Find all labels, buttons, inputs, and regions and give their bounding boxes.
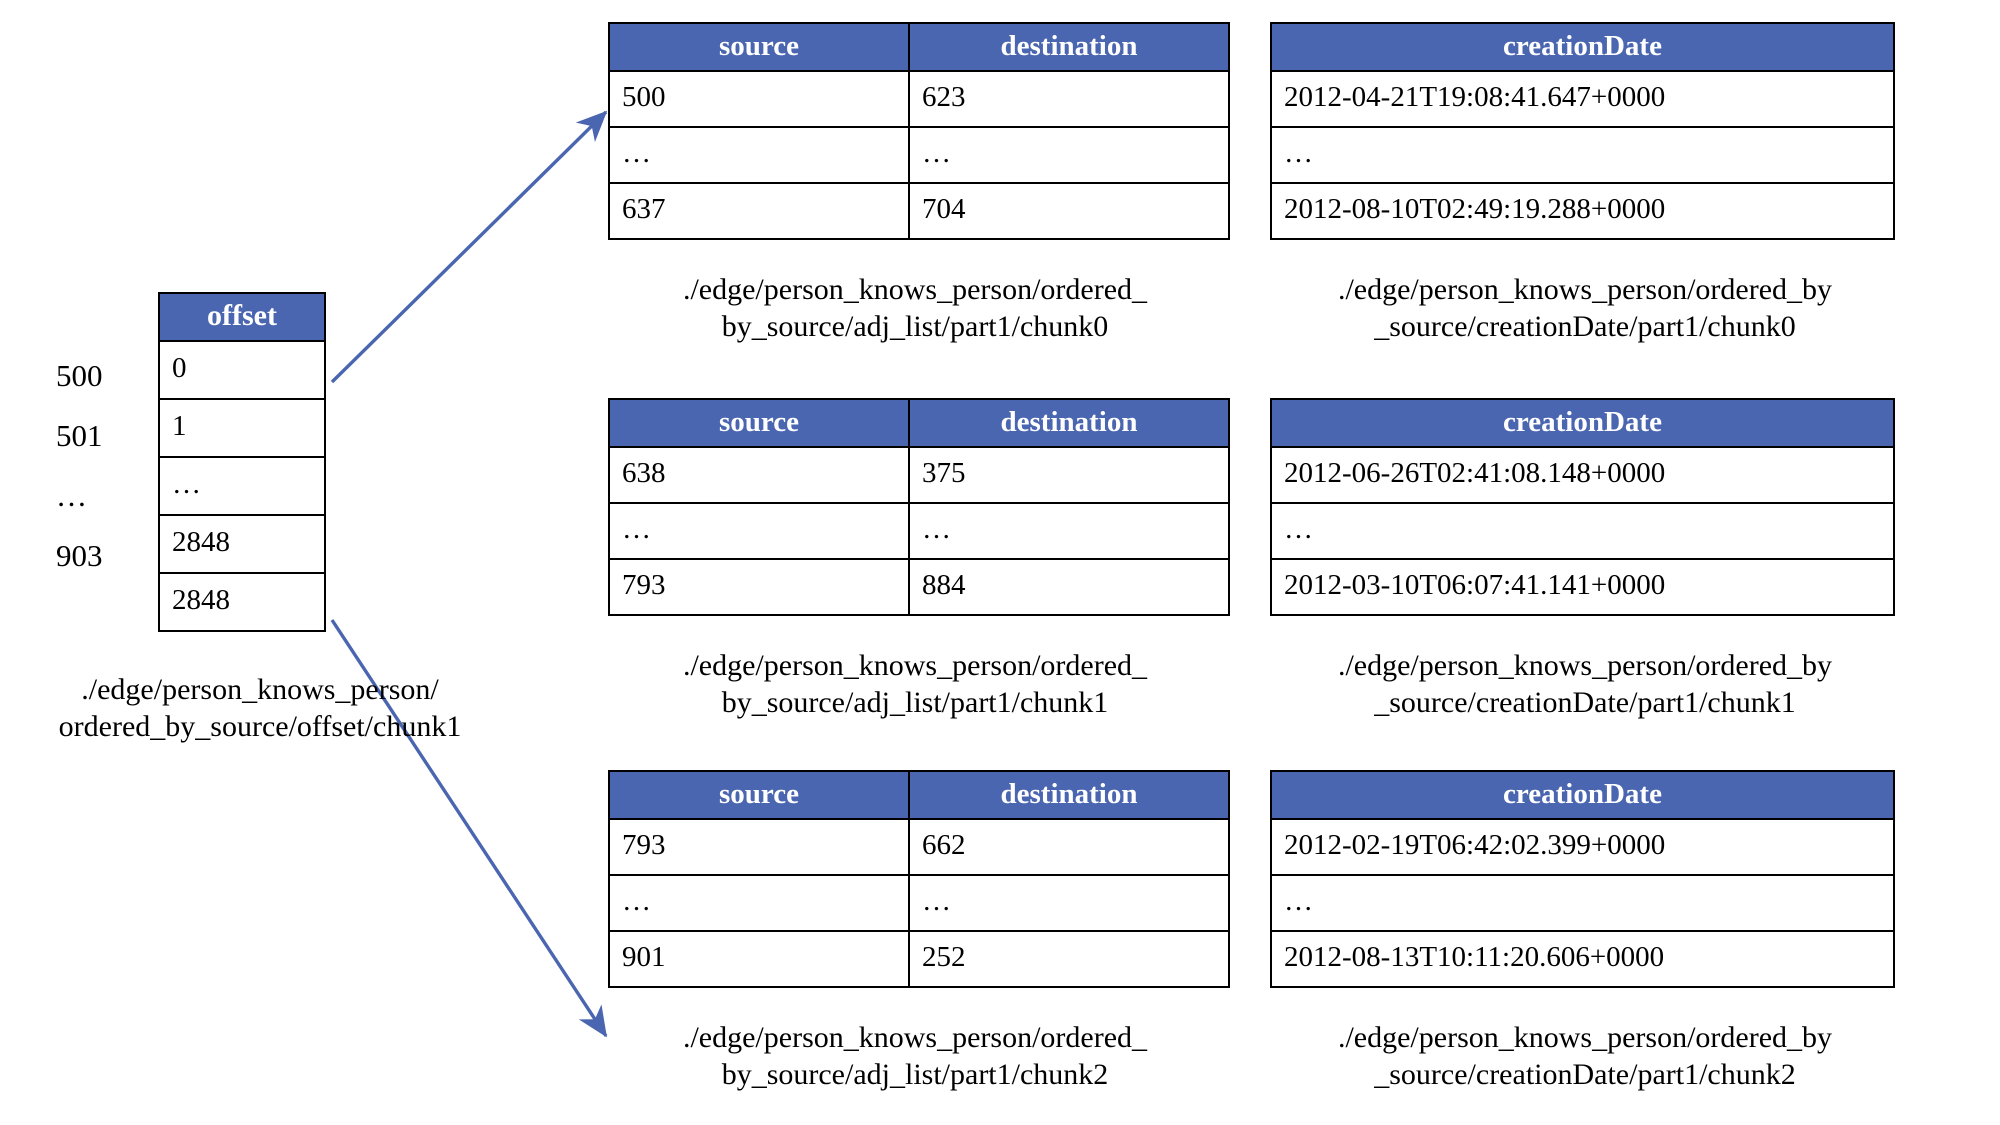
source-cell: … [608, 502, 910, 561]
creation-date-cell: … [1270, 502, 1895, 561]
offset-index-column: 500 501 … 903 [48, 292, 152, 646]
adj-list-caption-chunk0: ./edge/person_knows_person/ordered_ by_s… [682, 273, 1148, 343]
table-row: 2012-03-10T06:07:41.141+0000 [1270, 558, 1895, 617]
source-column-header: source [608, 397, 910, 449]
source-cell: … [608, 874, 910, 933]
offset-index-header-spacer [48, 292, 152, 346]
table-row: 2012-04-21T19:08:41.647+0000 [1270, 70, 1895, 129]
adj-list-table-chunk0: source destination 500 623 … … 637 704 [608, 21, 1230, 241]
table-row: 2848 [158, 513, 326, 574]
table-row: 901 252 [608, 930, 1230, 989]
offset-index-0: 500 [56, 358, 103, 393]
destination-column-header: destination [908, 21, 1230, 73]
creation-date-table-chunk2: creationDate 2012-02-19T06:42:02.399+000… [1270, 769, 1895, 989]
offset-index-1: 501 [56, 418, 103, 453]
table-row: … [1270, 874, 1895, 933]
offset-table-caption: ./edge/person_knows_person/ ordered_by_s… [58, 673, 462, 743]
table-row: … [1270, 126, 1895, 185]
source-cell: 637 [608, 182, 910, 241]
offset-index-4 [48, 586, 152, 646]
adj-list-table-chunk2: source destination 793 662 … … 901 252 [608, 769, 1230, 989]
table-row: 2012-02-19T06:42:02.399+0000 [1270, 818, 1895, 877]
creation-date-cell: 2012-04-21T19:08:41.647+0000 [1270, 70, 1895, 129]
prop-header-row: creationDate [1270, 397, 1895, 449]
destination-column-header: destination [908, 769, 1230, 821]
destination-cell: 375 [908, 446, 1230, 505]
table-row: … … [608, 874, 1230, 933]
creation-date-table-chunk1: creationDate 2012-06-26T02:41:08.148+000… [1270, 397, 1895, 617]
destination-cell: 704 [908, 182, 1230, 241]
destination-cell: … [908, 126, 1230, 185]
creation-date-cell: … [1270, 874, 1895, 933]
adj-list-table-chunk1: source destination 638 375 … … 793 884 [608, 397, 1230, 617]
creation-date-cell: 2012-06-26T02:41:08.148+0000 [1270, 446, 1895, 505]
table-row: 500 623 [608, 70, 1230, 129]
offset-table-header-row: offset [158, 292, 326, 342]
adj-list-caption-chunk2: ./edge/person_knows_person/ordered_ by_s… [682, 1021, 1148, 1091]
destination-cell: 662 [908, 818, 1230, 877]
destination-cell: 252 [908, 930, 1230, 989]
prop-header-row: creationDate [1270, 21, 1895, 73]
table-row: 2012-06-26T02:41:08.148+0000 [1270, 446, 1895, 505]
table-row: 0 [158, 339, 326, 400]
source-cell: 500 [608, 70, 910, 129]
offset-cell-1: 1 [158, 397, 326, 458]
creation-date-cell: 2012-08-10T02:49:19.288+0000 [1270, 182, 1895, 241]
source-cell: 793 [608, 818, 910, 877]
source-column-header: source [608, 769, 910, 821]
source-column-header: source [608, 21, 910, 73]
creation-date-caption-chunk2: ./edge/person_knows_person/ordered_by _s… [1337, 1021, 1833, 1091]
table-row: … [1270, 502, 1895, 561]
offset-cell-0: 0 [158, 339, 326, 400]
destination-cell: 884 [908, 558, 1230, 617]
table-row: 793 884 [608, 558, 1230, 617]
destination-column-header: destination [908, 397, 1230, 449]
offset-cell-2: … [158, 455, 326, 516]
destination-cell: … [908, 874, 1230, 933]
adj-header-row: source destination [608, 397, 1230, 449]
prop-header-row: creationDate [1270, 769, 1895, 821]
offset-index-2: … [56, 478, 87, 513]
table-row: … … [608, 502, 1230, 561]
destination-cell: … [908, 502, 1230, 561]
source-cell: 901 [608, 930, 910, 989]
creation-date-column-header: creationDate [1270, 397, 1895, 449]
creation-date-caption-chunk1: ./edge/person_knows_person/ordered_by _s… [1337, 649, 1833, 719]
table-row: 793 662 [608, 818, 1230, 877]
table-row: 1 [158, 397, 326, 458]
source-cell: 793 [608, 558, 910, 617]
offset-cell-3: 2848 [158, 513, 326, 574]
offset-cell-4: 2848 [158, 571, 326, 632]
adj-header-row: source destination [608, 21, 1230, 73]
table-row: 2848 [158, 571, 326, 632]
creation-date-cell: … [1270, 126, 1895, 185]
source-cell: … [608, 126, 910, 185]
table-row: … … [608, 126, 1230, 185]
creation-date-column-header: creationDate [1270, 769, 1895, 821]
creation-date-cell: 2012-03-10T06:07:41.141+0000 [1270, 558, 1895, 617]
offset-index-3: 903 [56, 538, 103, 573]
creation-date-cell: 2012-02-19T06:42:02.399+0000 [1270, 818, 1895, 877]
table-row: 2012-08-10T02:49:19.288+0000 [1270, 182, 1895, 241]
table-row: 637 704 [608, 182, 1230, 241]
creation-date-cell: 2012-08-13T10:11:20.606+0000 [1270, 930, 1895, 989]
creation-date-caption-chunk0: ./edge/person_knows_person/ordered_by _s… [1337, 273, 1833, 343]
adj-list-caption-chunk1: ./edge/person_knows_person/ordered_ by_s… [682, 649, 1148, 719]
offset-table: offset 0 1 … 2848 2848 [158, 292, 326, 632]
destination-cell: 623 [908, 70, 1230, 129]
arrow-offset-to-adj-chunk0 [330, 110, 608, 384]
adj-header-row: source destination [608, 769, 1230, 821]
source-cell: 638 [608, 446, 910, 505]
table-row: 638 375 [608, 446, 1230, 505]
table-row: … [158, 455, 326, 516]
creation-date-column-header: creationDate [1270, 21, 1895, 73]
table-row: 2012-08-13T10:11:20.606+0000 [1270, 930, 1895, 989]
offset-column-header: offset [158, 292, 326, 342]
creation-date-table-chunk0: creationDate 2012-04-21T19:08:41.647+000… [1270, 21, 1895, 241]
